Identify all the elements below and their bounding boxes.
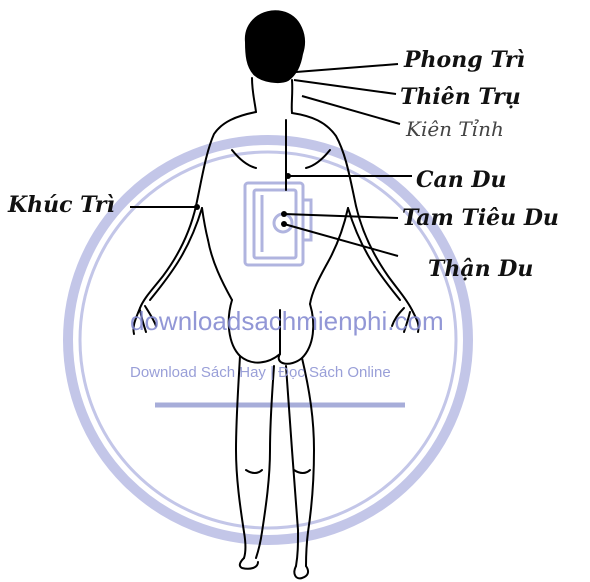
label-than-du: Thận Du [428, 256, 533, 282]
label-khuc-tri: Khúc Trì [7, 192, 115, 218]
watermark-tagline: Download Sách Hay | Đọc Sách Online [130, 364, 391, 381]
label-phong-tri: Phong Trì [403, 47, 525, 73]
leader-phong-tri [296, 64, 398, 72]
watermark-site: downloadsachmienphi.com [130, 306, 444, 336]
label-kien-tinh: Kiên Tỉnh [405, 117, 504, 141]
leader-than-du [284, 224, 398, 256]
label-thien-tru: Thiên Trụ [400, 84, 521, 110]
book-icon [245, 183, 311, 265]
label-tam-tieu-du: Tam Tiêu Du [402, 205, 559, 231]
leader-tam-tieu-du [284, 214, 398, 218]
leader-thien-tru [294, 80, 396, 94]
label-can-du: Can Du [416, 167, 507, 193]
point-can-du [285, 173, 291, 179]
point-than-du [281, 221, 287, 227]
point-tam-tieu-du [281, 211, 287, 217]
point-khuc-tri [194, 204, 200, 210]
hair [246, 11, 304, 82]
